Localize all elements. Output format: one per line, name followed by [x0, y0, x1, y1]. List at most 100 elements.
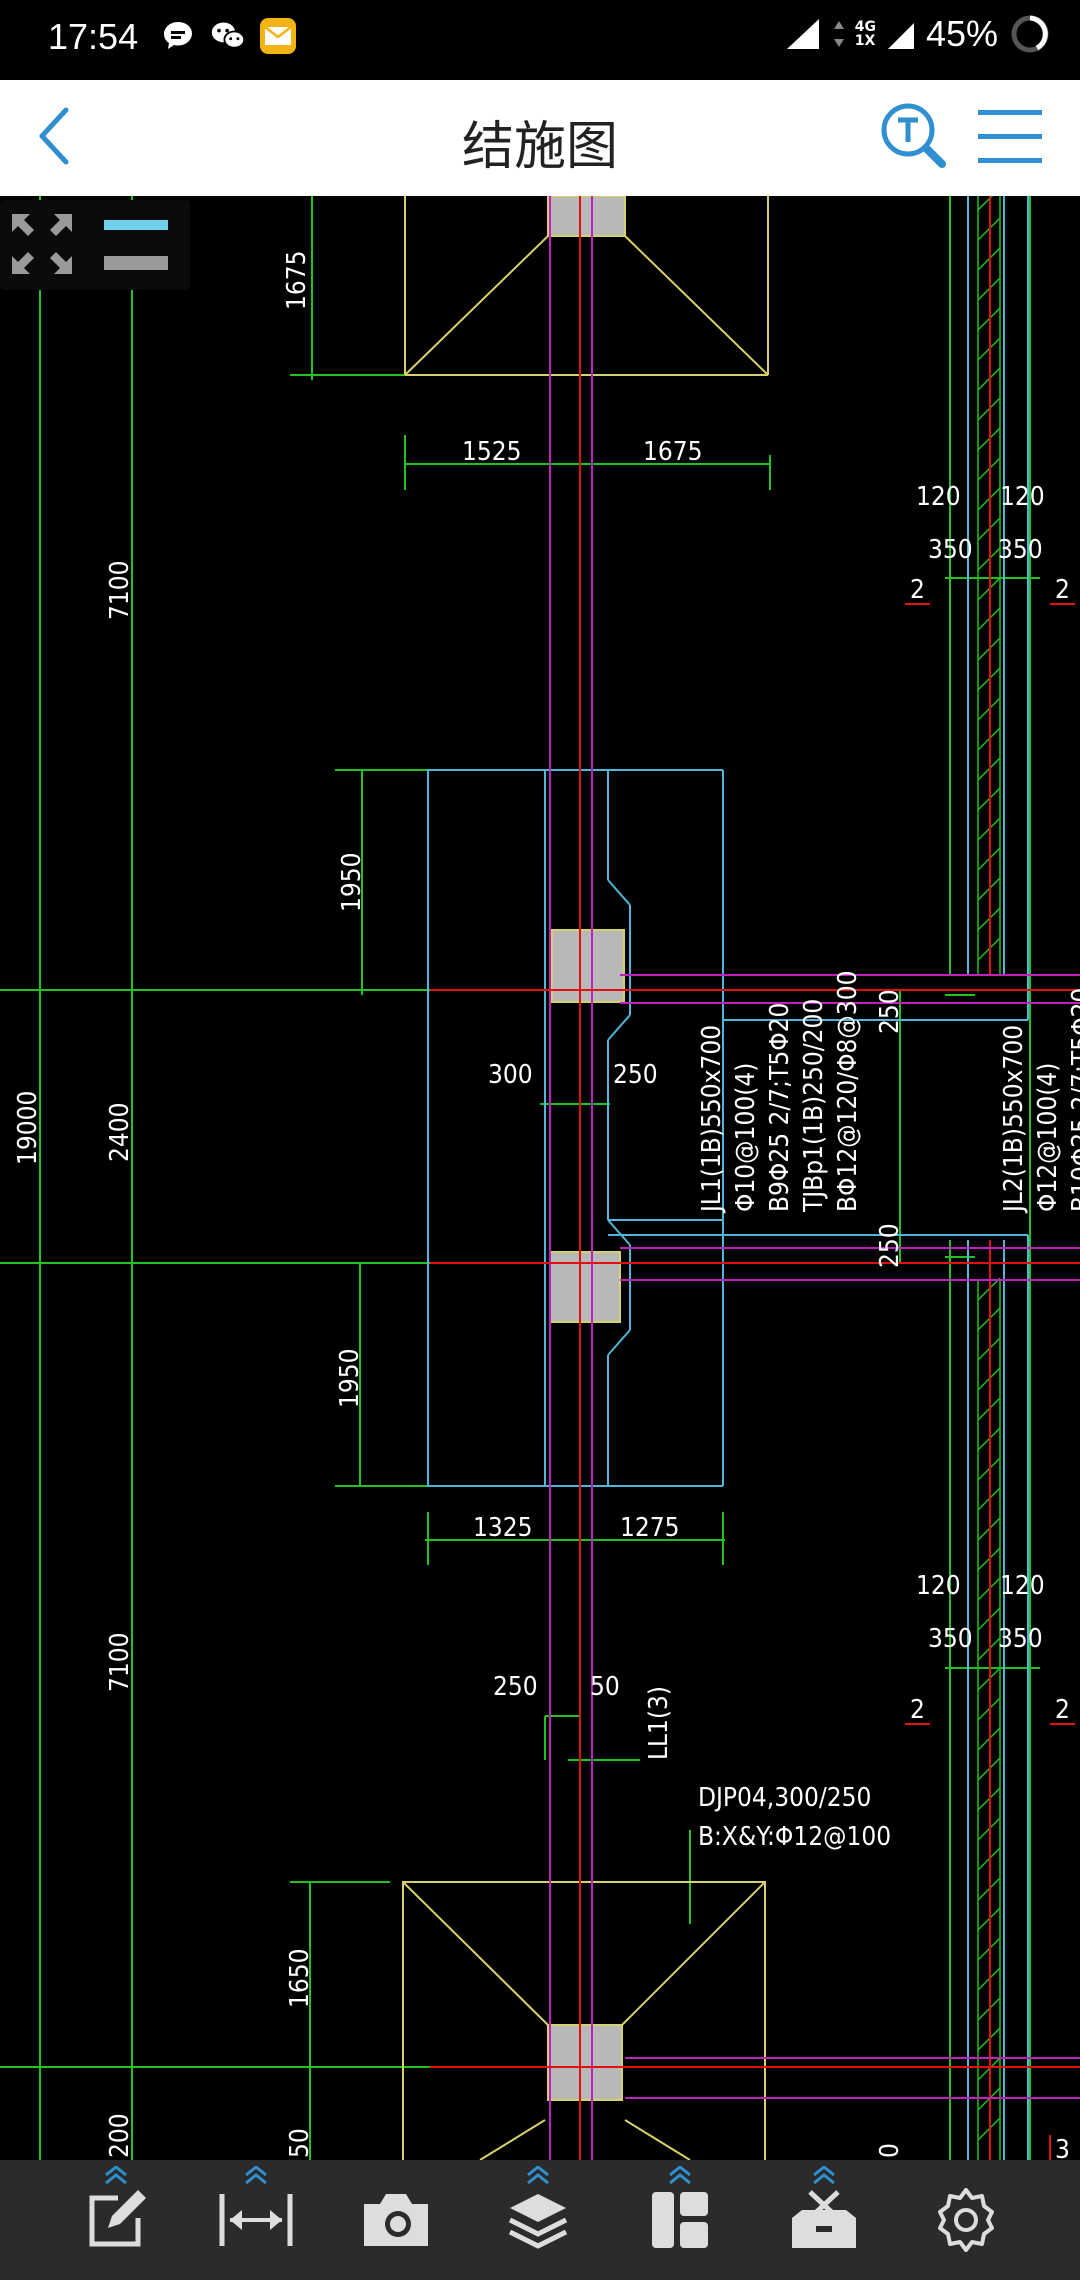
layers-icon [508, 2194, 568, 2249]
jl1-line-2: B9Φ25 2/7;T5Φ20 [765, 1003, 795, 1212]
signal-icon-2 [887, 23, 914, 49]
mail-icon [260, 18, 296, 54]
right-dim-11: 2 [1055, 1695, 1070, 1725]
dim-h-5: 1275 [620, 1513, 680, 1543]
status-right: 4G 1X 45% [785, 12, 1052, 56]
axis-lines [430, 196, 1080, 2160]
beam-jl2-label: JL2(1B)550x700 Φ12@100(4) B10Φ25 2/7;T5Φ… [999, 988, 1080, 1214]
right-dim-0: 120 [916, 482, 961, 512]
dim-h-1: 1675 [643, 437, 703, 467]
dim-v-0: 1675 [282, 250, 312, 310]
layers-button[interactable] [488, 2166, 588, 2270]
cyan-strip [427, 196, 1029, 2160]
text-search-button[interactable] [878, 100, 950, 172]
dim-h-4: 1325 [473, 1513, 533, 1543]
dim-v-11: 250 [875, 1223, 905, 1268]
camera-icon [364, 2194, 428, 2246]
expand-arrows-icon [12, 214, 72, 274]
dim-v-3: 19000 [13, 1091, 43, 1165]
dim-v-4: 2400 [105, 1102, 135, 1162]
drawing-canvas[interactable]: 1675 7100 1950 19000 2400 1950 7100 1650… [0, 196, 1080, 2160]
wechat-icon [210, 18, 246, 54]
drawing-svg: 1675 7100 1950 19000 2400 1950 7100 1650… [0, 196, 1080, 2160]
edit-icon [89, 2190, 146, 2247]
expand-up-icon [527, 2166, 549, 2184]
footing-line-1: B:X&Y:Φ12@100 [698, 1822, 891, 1852]
dim-v-10: 250 [875, 989, 905, 1034]
dim-h-3: 250 [613, 1060, 658, 1090]
right-dim-8: 350 [928, 1624, 973, 1654]
jl2-line-1: Φ12@100(4) [1033, 1063, 1063, 1212]
expand-up-icon [105, 2166, 127, 2184]
jl2-line-0: JL2(1B)550x700 [999, 1025, 1029, 1214]
dim-v-2: 1950 [337, 852, 367, 912]
layer-toggle-gray[interactable] [104, 256, 168, 270]
notification-icons [160, 18, 296, 54]
status-bar: 17:54 4G 1X 45% [0, 0, 1080, 80]
battery-ring-icon [1011, 15, 1049, 53]
network-1x: 1X [854, 33, 876, 49]
dim-v-5: 1950 [335, 1348, 365, 1408]
right-dim-10: 2 [910, 1695, 925, 1725]
text-search-icon [881, 103, 946, 168]
bottom-toolbar [0, 2160, 1080, 2280]
dim-v-9: 50 [285, 2128, 315, 2158]
jl1-line-3: TJBp1(1B)250/200 [799, 999, 829, 1213]
dim-v-7: 1650 [285, 1948, 315, 2008]
annotate-button[interactable] [66, 2166, 166, 2270]
dim-v-8: 200 [105, 2113, 135, 2158]
right-dim-1: 120 [1000, 482, 1045, 512]
network-type: 4G 1X [855, 20, 876, 48]
right-dim-6: 120 [916, 1571, 961, 1601]
jl2-line-2: B10Φ25 2/7;T5Φ20 [1067, 988, 1080, 1212]
expand-up-icon [813, 2166, 835, 2184]
dim-v-6: 7100 [105, 1632, 135, 1692]
data-arrows-icon [833, 21, 844, 47]
dim-v-1: 7100 [105, 560, 135, 620]
settings-icon [938, 2188, 994, 2252]
back-button[interactable] [28, 106, 88, 166]
layer-toggle-cyan[interactable] [104, 220, 168, 230]
dim-h-2: 300 [488, 1060, 533, 1090]
layout-icon [652, 2192, 708, 2248]
footing-line-0: DJP04,300/250 [698, 1783, 871, 1813]
view-controls [0, 200, 190, 290]
fit-screen-button[interactable] [10, 212, 74, 276]
beam-jl1-label: JL1(1B)550x700 Φ10@100(4) B9Φ25 2/7;T5Φ2… [697, 971, 863, 1214]
hamburger-menu-icon [978, 110, 1042, 163]
toolbox-button[interactable] [774, 2166, 874, 2270]
status-time: 17:54 [48, 16, 139, 57]
settings-button[interactable] [916, 2170, 1016, 2270]
snapshot-button[interactable] [346, 2170, 446, 2270]
right-dim-12: 3 [1055, 2135, 1070, 2160]
dim-h-7: 50 [590, 1672, 620, 1702]
toolbox-icon [792, 2190, 856, 2248]
measure-icon [219, 2194, 293, 2246]
menu-button[interactable] [976, 104, 1046, 170]
ll-label: LL1(3) [644, 1686, 674, 1760]
expand-up-icon [669, 2166, 691, 2184]
footing-label: DJP04,300/250 B:X&Y:Φ12@100 [698, 1783, 891, 1852]
dimension-texts: 1675 7100 1950 19000 2400 1950 7100 1650… [13, 250, 1070, 2160]
right-dim-7: 120 [1000, 1571, 1045, 1601]
layout-button[interactable] [630, 2166, 730, 2270]
dim-h-0: 1525 [462, 437, 522, 467]
app-bar: 结施图 [0, 80, 1080, 198]
expand-up-icon [245, 2166, 267, 2184]
message-icon [160, 18, 196, 54]
battery-percent: 45% [925, 13, 998, 54]
signal-icon [786, 19, 819, 49]
dim-h-6: 250 [493, 1672, 538, 1702]
chevron-left-icon [39, 107, 69, 165]
network-4g: 4G [854, 19, 876, 35]
dim-v-12: 0 [875, 2143, 905, 2158]
jl1-line-0: JL1(1B)550x700 [697, 1025, 727, 1214]
measure-button[interactable] [206, 2166, 306, 2270]
right-dim-3: 350 [998, 535, 1043, 565]
right-dim-5: 2 [1055, 575, 1070, 605]
right-dim-2: 350 [928, 535, 973, 565]
jl1-line-4: BΦ12@120/Φ8@300 [833, 971, 863, 1212]
right-dim-4: 2 [910, 575, 925, 605]
jl1-line-1: Φ10@100(4) [731, 1063, 761, 1212]
right-dim-9: 350 [998, 1624, 1043, 1654]
